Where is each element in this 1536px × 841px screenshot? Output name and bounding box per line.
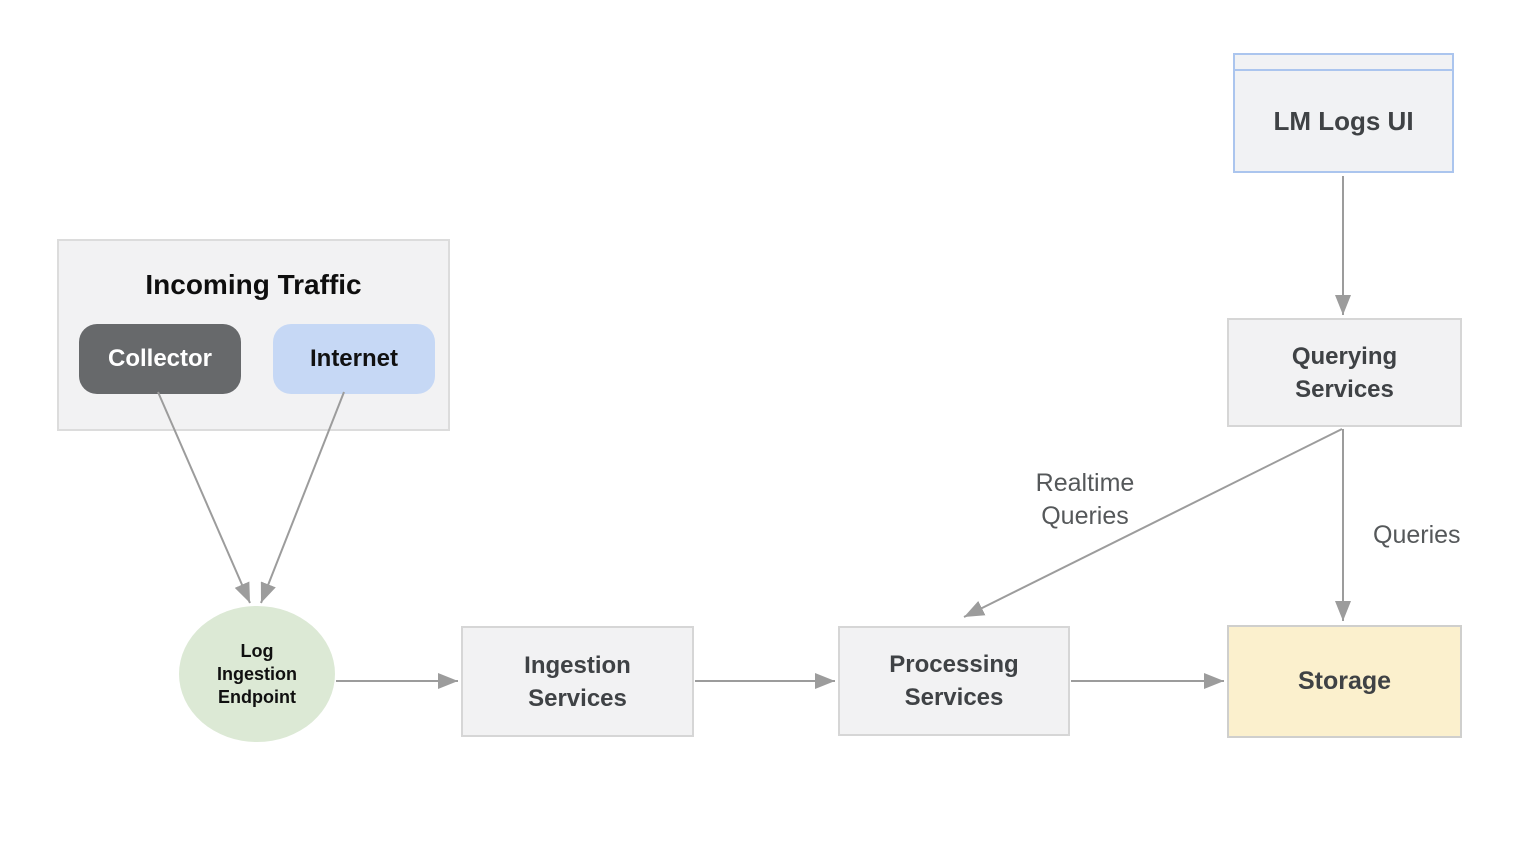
lm-logs-ui-node: LM Logs UI: [1233, 53, 1454, 173]
endpoint-label-line3: Endpoint: [218, 686, 296, 707]
endpoint-label-line2: Ingestion: [217, 663, 297, 684]
collector-label: Collector: [107, 345, 212, 372]
internet-label: Internet: [309, 345, 398, 372]
queries-label: Queries: [1373, 521, 1461, 549]
querying-services-label-line2: Services: [1295, 375, 1394, 403]
endpoint-label-line1: Log: [240, 640, 274, 661]
ingestion-services-label-line1: Ingestion: [524, 651, 631, 679]
storage-node: Storage: [1227, 625, 1462, 738]
processing-services-label-line2: Services: [904, 684, 1004, 711]
processing-services-label-line1: Processing: [889, 651, 1019, 678]
collector-node: Collector: [79, 324, 241, 394]
realtime-queries-label: Realtime Queries: [955, 467, 1215, 533]
processing-services-node: Processing Services: [838, 626, 1070, 736]
ingestion-services-node: Ingestion Services: [461, 626, 694, 737]
incoming-traffic-title: Incoming Traffic: [145, 269, 362, 300]
log-ingestion-endpoint-node: Log Ingestion Endpoint: [179, 606, 335, 742]
realtime-queries-label-line1: Realtime: [1035, 469, 1135, 497]
realtime-queries-label-line2: Queries: [1041, 502, 1129, 530]
querying-services-node: Querying Services: [1227, 318, 1462, 427]
internet-node: Internet: [273, 324, 435, 394]
ingestion-services-label-line2: Services: [528, 684, 627, 712]
storage-label: Storage: [1297, 667, 1392, 695]
lm-logs-ui-label: LM Logs UI: [1273, 105, 1414, 136]
querying-services-label-line1: Querying: [1291, 342, 1398, 370]
incoming-traffic-group: Incoming Traffic Collector Internet: [57, 239, 450, 431]
lm-logs-ui-titlebar: [1235, 55, 1452, 71]
